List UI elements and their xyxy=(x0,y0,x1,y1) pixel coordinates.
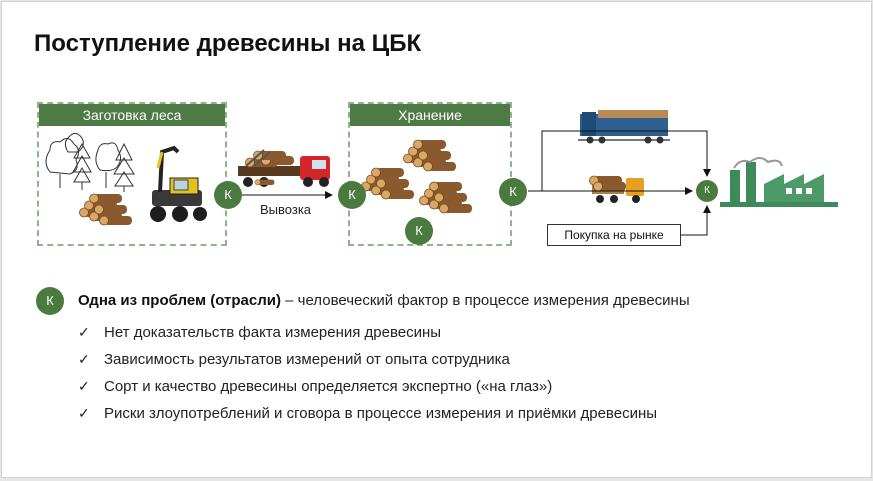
page-title: Поступление древесины на ЦБК xyxy=(34,30,422,57)
problem-bullet-list: ✓Нет доказательств факта измерения древе… xyxy=(78,324,657,432)
check-icon: ✓ xyxy=(78,405,90,421)
list-item: ✓Риски злоупотреблений и сговора в проце… xyxy=(78,405,658,422)
storage-log-piles-icon xyxy=(362,140,473,213)
factory-icon xyxy=(720,157,838,207)
k-marker-mill: К xyxy=(696,180,718,202)
check-icon: ✓ xyxy=(78,351,90,367)
list-item: ✓Зависимость результатов измерений от оп… xyxy=(78,351,510,368)
timber-truck-icon xyxy=(238,149,330,187)
storage-box: Хранение xyxy=(348,102,512,246)
list-item: ✓Нет доказательств факта измерения древе… xyxy=(78,324,442,341)
harvester-icon xyxy=(150,145,207,222)
forest-trees-icon xyxy=(45,132,135,192)
harvest-box-title: Заготовка леса xyxy=(39,104,225,126)
market-purchase-box: Покупка на рынке xyxy=(547,224,681,246)
rail-wagon-icon xyxy=(578,110,670,144)
k-marker-harvest: К xyxy=(214,181,242,209)
check-icon: ✓ xyxy=(78,324,90,340)
problem-heading: Одна из проблем (отрасли) xyxy=(78,292,281,309)
harvest-box: Заготовка леса xyxy=(37,102,227,246)
list-item: ✓Сорт и качество древесины определяется … xyxy=(78,378,553,395)
problem-text: – человеческий фактор в процессе измерен… xyxy=(280,292,690,309)
k-marker-delivery: К xyxy=(338,181,366,209)
k-marker-storage: К xyxy=(405,217,433,245)
k-marker-dispatch: К xyxy=(499,178,527,206)
transport-label: Вывозка xyxy=(260,202,312,217)
k-marker-problem: К xyxy=(36,287,64,315)
small-truck-icon xyxy=(589,175,644,203)
log-pile-icon xyxy=(80,194,133,225)
rail-arrow xyxy=(541,130,711,191)
problem-statement: Одна из проблем (отрасли) – человеческий… xyxy=(78,292,690,309)
check-icon: ✓ xyxy=(78,378,90,394)
market-arrow xyxy=(681,205,711,236)
storage-box-title: Хранение xyxy=(350,104,510,126)
